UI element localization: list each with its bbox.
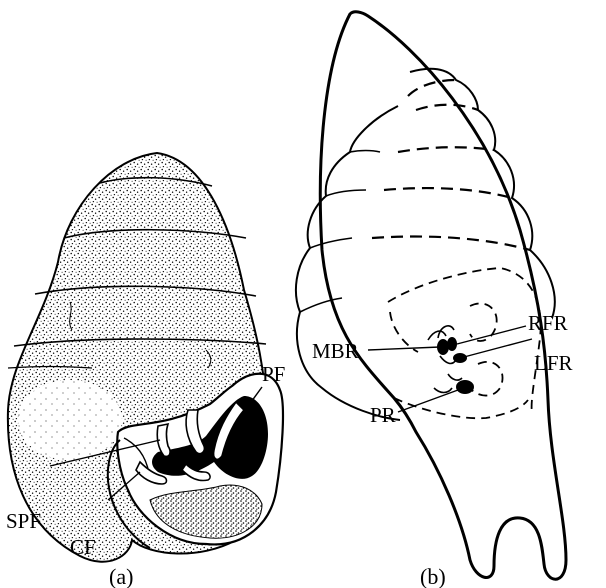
label-rfr: RFR [528, 311, 568, 335]
internal-suture [372, 237, 530, 251]
caption-b: (b) [420, 564, 446, 588]
internal-body-outline [390, 312, 418, 352]
tentacle-sketch [438, 326, 454, 338]
internal-organ-loop [470, 362, 503, 396]
leader-line-pr [398, 390, 458, 412]
internal-suture [416, 105, 478, 110]
label-spf: SPF [6, 509, 41, 533]
lfr-retractor-spot [453, 353, 467, 363]
shell-b-spire-outline [296, 106, 400, 420]
internal-body-outline [394, 398, 528, 418]
internal-suture [384, 188, 512, 198]
internal-suture [398, 147, 494, 152]
label-cf: CF [70, 535, 96, 559]
mbr-retractor-spot [447, 337, 457, 351]
suture-line [350, 151, 380, 153]
label-lfr: LFR [534, 351, 573, 375]
tentacle-sketch [434, 388, 452, 393]
tentacle-sketch [428, 331, 446, 340]
label-mbr: MBR [312, 339, 359, 363]
label-pf: PF [262, 362, 285, 386]
tentacle-sketch [448, 374, 462, 380]
body-whorl-highlight [18, 380, 122, 460]
leader-line-rfr [457, 326, 526, 344]
shell-b-body-outline [320, 12, 566, 579]
label-pr: PR [370, 403, 396, 427]
leader-line-mbr [368, 347, 440, 350]
shell-b-drawing: RFR LFR MBR PR (b) [296, 12, 573, 588]
suture-line [326, 190, 366, 196]
caption-a: (a) [109, 564, 133, 588]
shell-a-drawing: PF SPF CF (a) [6, 153, 285, 588]
pr-retractor-spot [456, 380, 474, 394]
suture-line [310, 238, 352, 248]
leader-line-lfr [464, 339, 532, 357]
